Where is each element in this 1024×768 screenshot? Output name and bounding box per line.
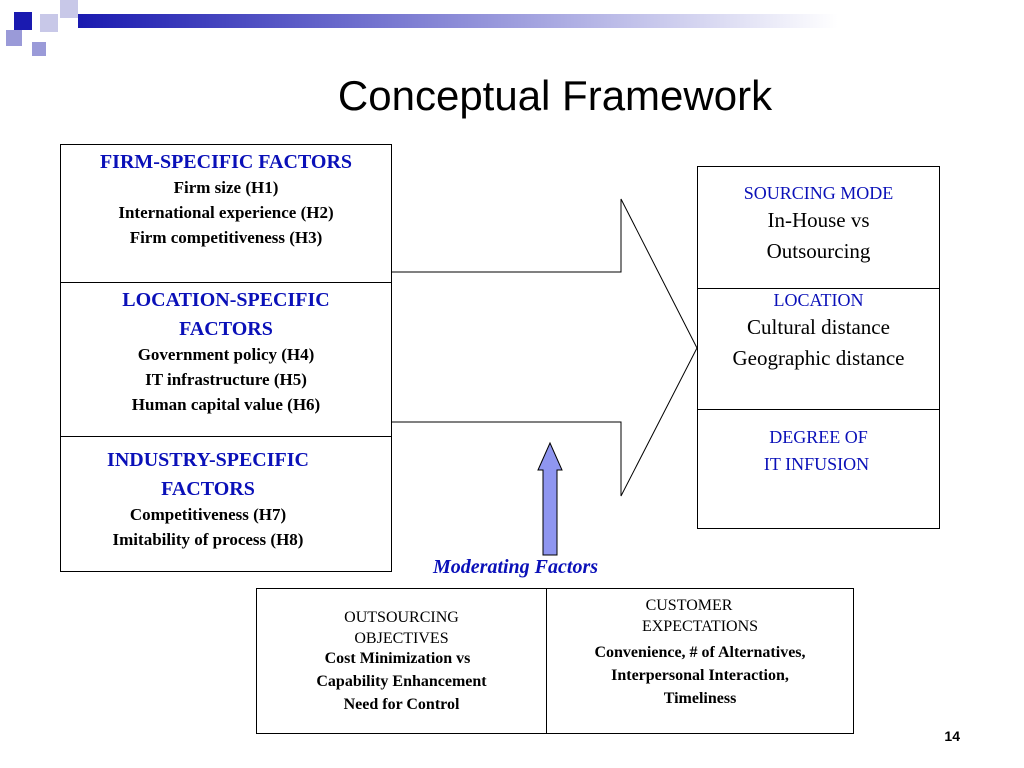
industry-heading-1: INDUSTRY-SPECIFIC (107, 449, 309, 471)
objectives-item-2: Capability Enhancement (316, 673, 487, 690)
objectives-item-3: Need for Control (343, 696, 460, 713)
outsourcing-objectives-cell: OUTSOURCING OBJECTIVES Cost Minimization… (257, 589, 547, 733)
location-section: LOCATION Cultural distance Geographic di… (698, 288, 939, 410)
customer-heading-1: CUSTOMER (645, 597, 733, 614)
firm-specific-box: FIRM-SPECIFIC FACTORS Firm size (H1) Int… (60, 144, 392, 283)
corner-decoration (0, 0, 1024, 60)
location-specific-box: LOCATION-SPECIFIC FACTORS Government pol… (60, 282, 392, 437)
location-heading-2: FACTORS (179, 318, 273, 340)
objectives-heading-2: OBJECTIVES (354, 630, 449, 647)
customer-item-3: Timeliness (663, 690, 737, 707)
sourcing-line-1: In-House vs (767, 208, 870, 232)
firm-item-3: Firm competitiveness (H3) (129, 228, 323, 247)
location-outcome-line-1: Cultural distance (747, 315, 890, 339)
objectives-item-1: Cost Minimization vs (324, 650, 471, 667)
customer-heading-2: EXPECTATIONS (641, 618, 759, 635)
moderating-factors-box: OUTSOURCING OBJECTIVES Cost Minimization… (256, 588, 854, 734)
location-item-2: IT infrastructure (H5) (145, 370, 307, 389)
moderating-arrow (537, 441, 563, 556)
location-heading-1: LOCATION-SPECIFIC (122, 289, 330, 311)
customer-item-2: Interpersonal Interaction, (611, 667, 789, 684)
customer-item-1: Convenience, # of Alternatives, (594, 644, 806, 661)
objectives-heading-1: OUTSOURCING (344, 609, 459, 626)
location-item-1: Government policy (H4) (137, 345, 315, 364)
industry-item-1: Competitiveness (H7) (129, 505, 287, 524)
location-outcome-heading: LOCATION (773, 290, 864, 310)
page-number: 14 (944, 728, 960, 744)
sourcing-heading: SOURCING MODE (743, 183, 894, 203)
industry-specific-box: INDUSTRY-SPECIFIC FACTORS Competitivenes… (60, 436, 392, 572)
industry-heading-2: FACTORS (161, 478, 255, 500)
infusion-line-1: DEGREE OF (769, 427, 868, 447)
sourcing-line-2: Outsourcing (766, 239, 871, 263)
infusion-line-2: IT INFUSION (763, 454, 870, 474)
location-item-3: Human capital value (H6) (131, 395, 321, 414)
location-outcome-line-2: Geographic distance (732, 346, 905, 370)
industry-item-2: Imitability of process (H8) (112, 530, 304, 549)
outcome-box: SOURCING MODE In-House vs Outsourcing LO… (697, 166, 940, 529)
sourcing-mode-section: SOURCING MODE In-House vs Outsourcing (698, 167, 939, 289)
customer-expectations-cell: CUSTOMER EXPECTATIONS Convenience, # of … (546, 589, 854, 733)
page-title: Conceptual Framework (337, 72, 773, 119)
moderating-factors-label: Moderating Factors (433, 556, 599, 578)
firm-item-2: International experience (H2) (118, 203, 334, 222)
firm-heading: FIRM-SPECIFIC FACTORS (99, 151, 353, 173)
big-flow-arrow (390, 198, 698, 497)
firm-item-1: Firm size (H1) (173, 178, 279, 197)
it-infusion-section: DEGREE OF IT INFUSION (698, 409, 939, 529)
